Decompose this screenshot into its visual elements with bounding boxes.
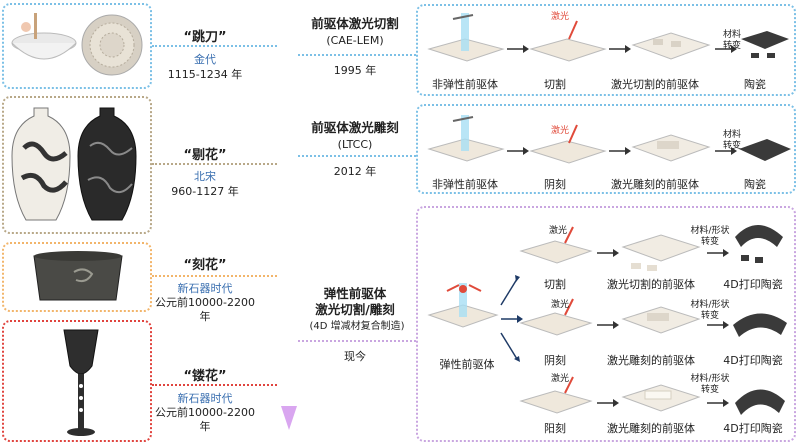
row2-label-2: 激光雕刻的前驱体 [611,178,699,191]
sub1-label-1: 激光切割的前驱体 [607,278,695,291]
row1-label-3: 陶瓷 [744,78,766,91]
sub3-laser: 激光 [551,374,570,384]
era-box-neolithic-2 [2,320,152,442]
connector-2 [152,163,277,165]
row2-label-0: 非弹性前驱体 [432,178,498,191]
connector-3 [152,275,277,277]
ceramic-1 [741,31,789,58]
tech-title-3b: 激光切割/雕刻 [315,302,395,317]
sub1-label-0: 切割 [544,278,566,291]
sub2-label-0: 阴刻 [544,354,566,367]
era-year-3: 公元前10000-2200 年 [155,296,255,323]
tech-year-1: 1995 年 [333,64,377,77]
era-year-2: 960-1127 年 [171,185,239,198]
process-box-2 [416,104,796,194]
bowl-image [11,13,143,76]
sub2-label-1: 激光雕刻的前驱体 [607,354,695,367]
process-box-3 [416,206,796,442]
carved-vessel-image [33,251,123,301]
plate-cut-result-1 [631,32,711,60]
sub1-change: 材料/形状 转变 [690,226,730,247]
era-title-4: “镂花” [183,369,227,384]
row1-graphics [427,13,789,62]
goblet-image [63,329,99,436]
era-dynasty-1: 金代 [194,53,216,66]
sub-row-2 [519,298,787,337]
tech-year-2: 2012 年 [333,165,377,178]
sub-row-1 [519,225,783,271]
row3-graphics [427,225,787,415]
connector-4 [152,384,277,386]
sub3-label-1: 激光雕刻的前驱体 [607,422,695,435]
elastic-precursor [427,283,499,328]
tech-year-3: 现今 [344,350,366,363]
vase-image [11,107,137,221]
sub1-laser: 激光 [549,226,568,236]
era-dynasty-3: 新石器时代 [177,282,233,295]
tech-title-1: 前驱体激光切割 [311,16,399,31]
sub3-label-0: 阳刻 [544,422,566,435]
row1-label-2: 激光切割的前驱体 [611,78,699,91]
sub2-change: 材料/形状 转变 [690,300,730,321]
row2-graphics [427,115,791,164]
timeline-arrow [281,7,297,430]
row3-left-label: 弹性前驱体 [439,358,495,371]
plate-cut-1 [529,20,607,62]
era-dynasty-2: 北宋 [194,170,216,183]
row2-label-3: 陶瓷 [744,178,766,191]
era-box-neolithic-1 [2,242,152,312]
row1-label-1: 切割 [544,78,566,91]
tech-sub-3: (4D 增减材复合制造) [309,321,405,332]
era-year-1: 1115-1234 年 [167,68,243,81]
era-dynasty-4: 新石器时代 [177,392,233,405]
connector-1 [152,45,277,47]
sub-row-3 [519,376,785,415]
sub2-label-2: 4D打印陶瓷 [723,354,783,367]
era-title-3: “刻花” [183,258,227,273]
row2-label-1: 阴刻 [544,178,566,191]
row2-laser: 激光 [551,126,570,136]
connector-t2 [298,155,416,157]
row2-change: 材料 转变 [722,130,741,151]
row1-label-0: 非弹性前驱体 [432,78,498,91]
row1-laser: 激光 [551,12,570,22]
era-title-2: “剔花” [183,148,227,163]
tech-sub-1: (CAE-LEM) [326,34,384,47]
row1-change: 材料 转变 [722,30,741,51]
tech-title-2: 前驱体激光雕刻 [311,120,399,135]
sub3-label-2: 4D打印陶瓷 [723,422,783,435]
tech-sub-2: (LTCC) [337,138,373,151]
connector-t1 [298,54,416,56]
plate-with-laser-1 [427,13,505,62]
era-box-jin [2,3,152,89]
tech-title-3a: 弹性前驱体 [323,286,387,301]
sub3-change: 材料/形状 转变 [690,374,730,395]
era-year-4: 公元前10000-2200 年 [155,406,255,433]
sub1-label-2: 4D打印陶瓷 [723,278,783,291]
sub2-laser: 激光 [551,300,570,310]
process-box-1 [416,4,796,96]
connector-t3 [298,340,416,342]
era-title-1: “跳刀” [183,30,227,45]
era-box-song [2,96,152,234]
